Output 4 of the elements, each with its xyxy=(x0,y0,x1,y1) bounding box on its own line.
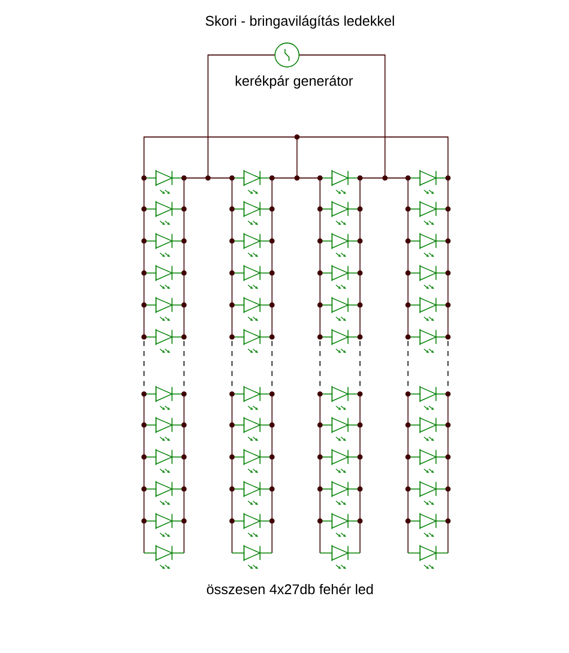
generator-label: kerékpár generátor xyxy=(236,75,353,89)
generator-symbol xyxy=(274,42,300,68)
title: Skori - bringavilágítás ledekkel xyxy=(206,15,394,29)
caption: összesen 4x27db fehér led xyxy=(206,584,373,594)
